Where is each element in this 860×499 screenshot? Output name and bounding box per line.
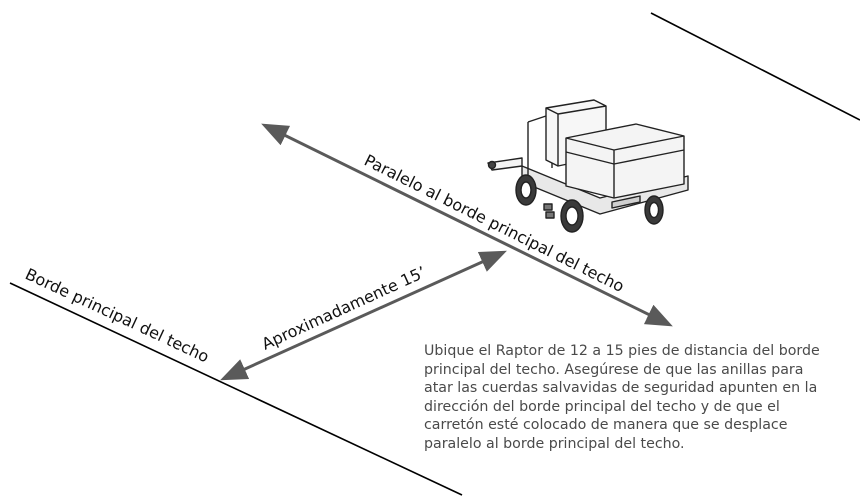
parallel-arrow (261, 123, 673, 327)
raptor-cart-icon (487, 99, 689, 233)
instructions-line: principal del techo. Asegúrese de que la… (424, 361, 804, 378)
instructions-line: carretón esté colocado de manera que se … (424, 417, 788, 434)
far-roof-edge-line (650, 12, 860, 121)
instructions-line: atar las cuerdas salvavidas de seguridad… (424, 380, 818, 397)
instructions-line: Ubique el Raptor de 12 a 15 pies de dist… (424, 343, 820, 359)
instructions-line: paralelo al borde principal del techo. (424, 435, 685, 452)
distance-arrow (220, 250, 507, 381)
main-roof-edge-line (9, 282, 463, 496)
distance-label: Aproximadamente 15’ (259, 262, 429, 353)
roof-edge-label: Borde principal del techo (22, 264, 212, 366)
instructions-text: Ubique el Raptor de 12 a 15 pies de dist… (424, 342, 860, 454)
instructions-line: dirección del borde principal del techo … (424, 398, 780, 415)
